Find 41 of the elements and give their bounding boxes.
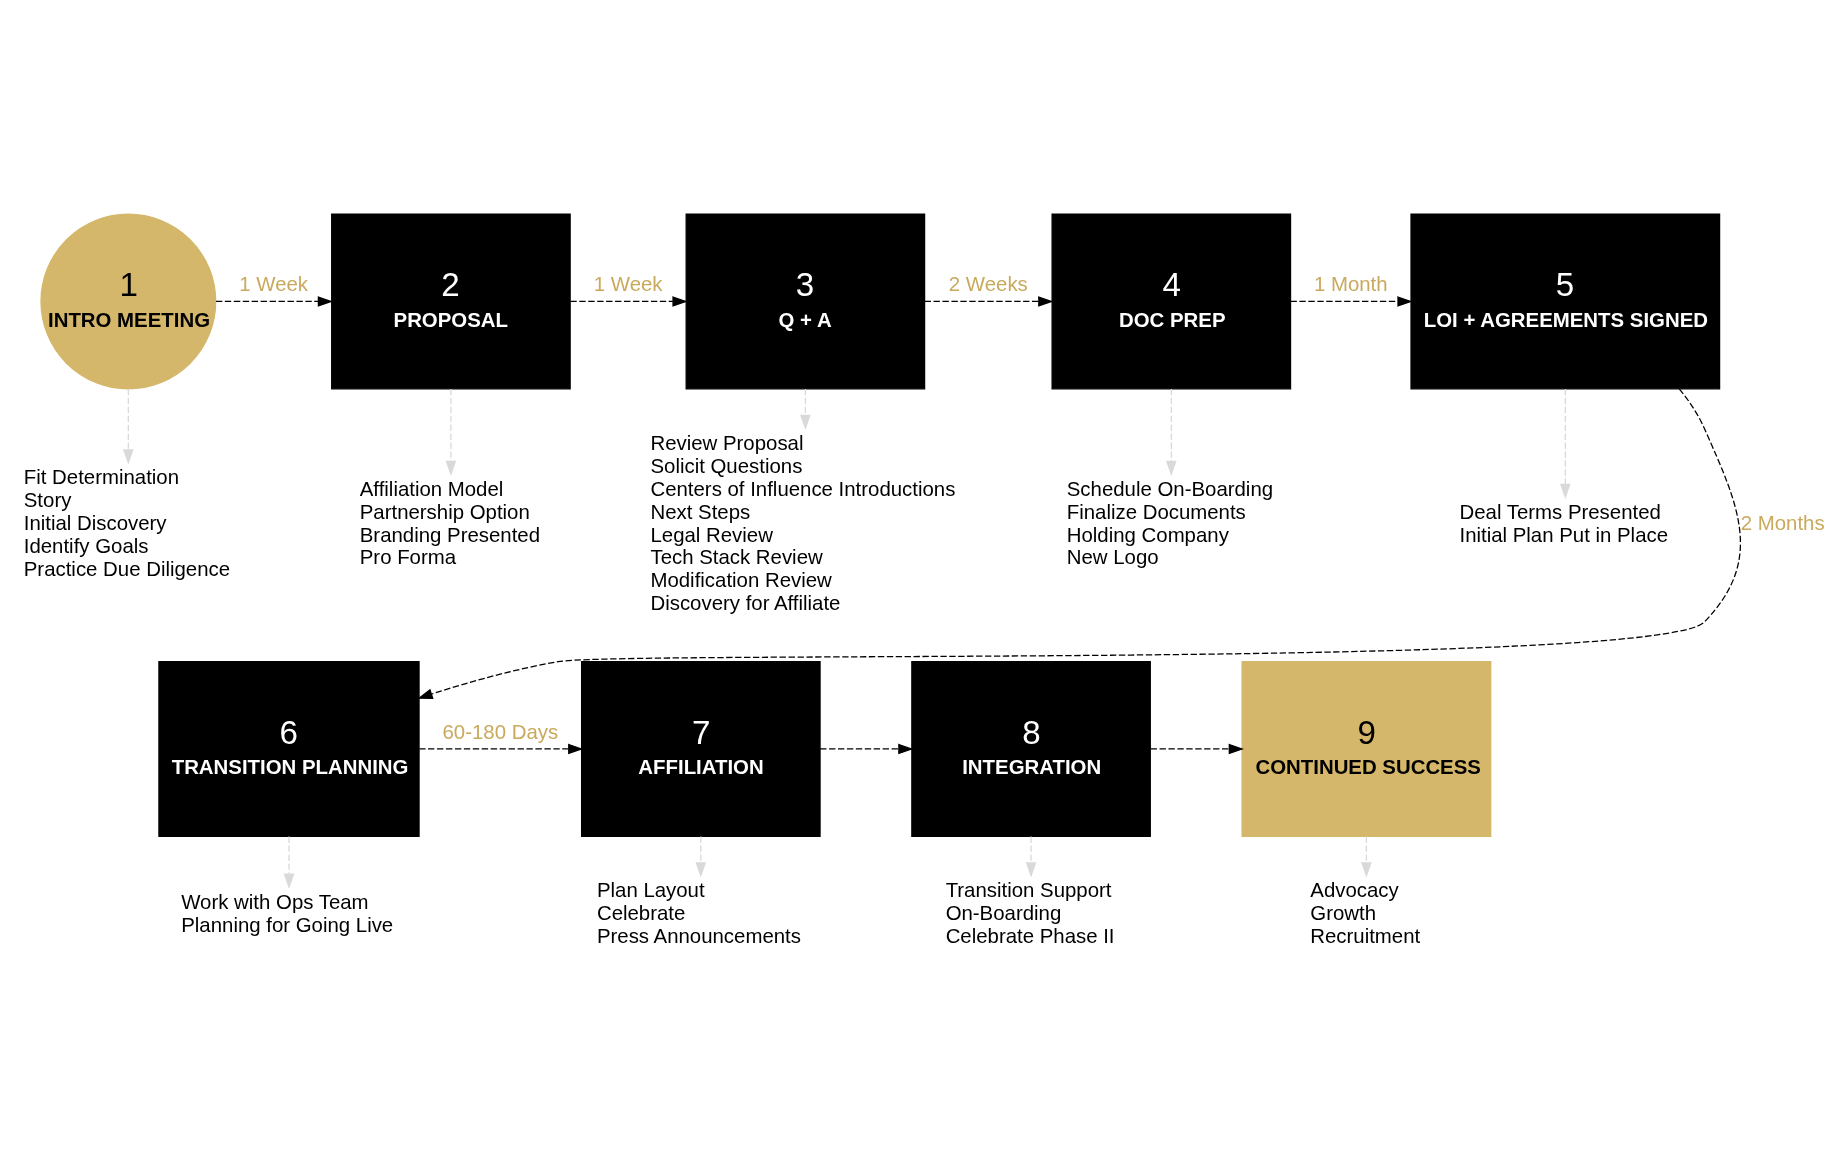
node-text: Work with Ops Team Planning for Going Live — [181, 890, 394, 936]
node-box: 9 CONTINUED SUCCESS — [1241, 660, 1492, 837]
arrow — [418, 743, 584, 754]
arrow — [417, 387, 1741, 699]
arrow — [1165, 387, 1177, 476]
arrow — [1289, 295, 1413, 307]
node-box: 6 TRANSITION PLANNING — [158, 660, 420, 837]
arrow — [1559, 387, 1571, 499]
node-box: 5 LOI + AGREEMENTS SIGNED — [1410, 212, 1721, 389]
arrow — [122, 387, 134, 465]
node-text: Affiliation Model Partnership Option Branding Presented Pro Forma — [359, 477, 541, 568]
arrow — [215, 295, 334, 307]
arrow — [924, 295, 1054, 307]
node-text: Transition Support On-Boarding Celebrate Phase II — [945, 878, 1115, 947]
edge-label: 1 Month — [1313, 272, 1388, 295]
node-box: 4 DOC PREP — [1051, 212, 1292, 389]
node-text: Plan Layout Celebrate Press Announcements — [596, 878, 801, 947]
arrow — [1149, 743, 1244, 754]
node-text: Review Proposal Solicit Questions Centers of Influence Introductions Next Steps Legal Review Tech Stack Review Modification Review Discovery for Affiliate — [650, 431, 956, 614]
arrow — [800, 387, 811, 430]
node-box: 8 INTEGRATION — [911, 660, 1151, 837]
arrow — [283, 835, 295, 889]
node-text: Fit Determination Story Initial Discovery Identify Goals Practice Due Diligence — [23, 465, 231, 580]
edge-label: 60-180 Days — [442, 720, 559, 743]
edge-label: 1 Week — [239, 272, 309, 295]
arrow — [695, 835, 707, 878]
node-text: Advocacy Growth Recruitment — [1310, 878, 1421, 947]
arrow — [1361, 835, 1372, 878]
arrow — [819, 743, 914, 754]
edge-label: 1 Week — [593, 272, 663, 295]
arrow — [445, 387, 457, 476]
node-text: Schedule On-Boarding Finalize Documents Holding Company New Logo — [1066, 477, 1274, 568]
node-box: 3 Q + A — [685, 212, 926, 389]
edge-label: 2 Weeks — [948, 272, 1028, 295]
edge-label: 2 Months — [1740, 511, 1825, 534]
node-text: Deal Terms Presented Initial Plan Put in Place — [1459, 500, 1669, 546]
node-box: 2 PROPOSAL — [331, 212, 571, 389]
arrow — [1025, 835, 1037, 878]
node-box: 7 AFFILIATION — [580, 660, 821, 837]
node-circle: 1 INTRO MEETING — [40, 212, 217, 389]
arrow — [569, 295, 688, 307]
